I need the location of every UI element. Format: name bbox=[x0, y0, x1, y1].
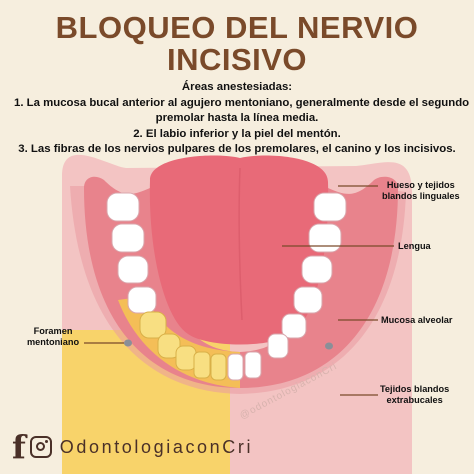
tooth bbox=[117, 255, 149, 284]
teeth-anterior-right bbox=[227, 351, 262, 381]
tooth bbox=[293, 286, 323, 314]
tooth bbox=[244, 351, 262, 379]
tooth bbox=[127, 286, 157, 314]
label-hueso-line-1: Hueso y tejidos bbox=[386, 180, 455, 190]
tooth bbox=[308, 223, 342, 253]
tooth bbox=[106, 192, 140, 222]
teeth-left bbox=[106, 192, 157, 314]
label-foramen-mentoniano: Foramen mentoniano bbox=[27, 326, 79, 348]
teeth-right bbox=[267, 192, 347, 359]
label-foramen-line-2: mentoniano bbox=[27, 337, 80, 347]
instagram-icon[interactable] bbox=[29, 436, 52, 458]
social-footer: f OdontologiaconCri bbox=[12, 428, 254, 466]
label-mucosa-alveolar: Mucosa alveolar bbox=[381, 315, 453, 325]
area-line-2: premolar hasta la línea media. bbox=[155, 112, 319, 124]
anesthetized-areas: Áreas anestesiadas: 1. La mucosa bucal a… bbox=[14, 80, 470, 158]
label-lengua: Lengua bbox=[398, 241, 431, 251]
page-title-line-2: INCISIVO bbox=[166, 42, 308, 77]
tooth bbox=[175, 345, 197, 371]
label-tejidos-blandos: Tejidos blandos extrabucales bbox=[380, 384, 449, 406]
label-hueso-line-2: blandos linguales bbox=[382, 191, 460, 201]
tooth bbox=[139, 311, 167, 339]
label-hueso-tejidos-linguales: Hueso y tejidos blandos linguales bbox=[382, 180, 460, 202]
tooth bbox=[281, 313, 307, 339]
label-foramen-line-1: Foramen bbox=[33, 326, 73, 336]
tooth bbox=[313, 192, 347, 222]
area-line-3: 2. El labio inferior y la piel del mentó… bbox=[133, 127, 341, 140]
areas-heading: Áreas anestesiadas: bbox=[181, 81, 293, 93]
tongue-midline bbox=[238, 167, 243, 321]
tooth bbox=[227, 353, 244, 381]
anesthetized-teeth bbox=[139, 311, 227, 381]
tooth bbox=[157, 333, 181, 359]
area-line-4: 3. Las fibras de los nervios pulpares de… bbox=[18, 143, 456, 155]
mental-foramen-right bbox=[325, 342, 333, 350]
facebook-icon[interactable]: f bbox=[12, 428, 26, 466]
tooth bbox=[210, 353, 227, 381]
mental-foramen-left bbox=[124, 339, 132, 347]
pointer-lines bbox=[84, 185, 394, 396]
area-line-1: 1. La mucosa bucal anterior al agujero m… bbox=[14, 96, 470, 109]
page-title-line-1: BLOQUEO DEL NERVIO bbox=[55, 10, 419, 45]
tooth bbox=[193, 351, 211, 379]
social-handle[interactable]: OdontologiaconCri bbox=[59, 436, 254, 457]
tooth bbox=[267, 333, 289, 359]
tooth bbox=[301, 255, 333, 284]
tooth bbox=[111, 223, 145, 253]
label-tejidos-line-2: extrabucales bbox=[386, 395, 443, 405]
label-tejidos-line-1: Tejidos blandos bbox=[380, 384, 450, 394]
